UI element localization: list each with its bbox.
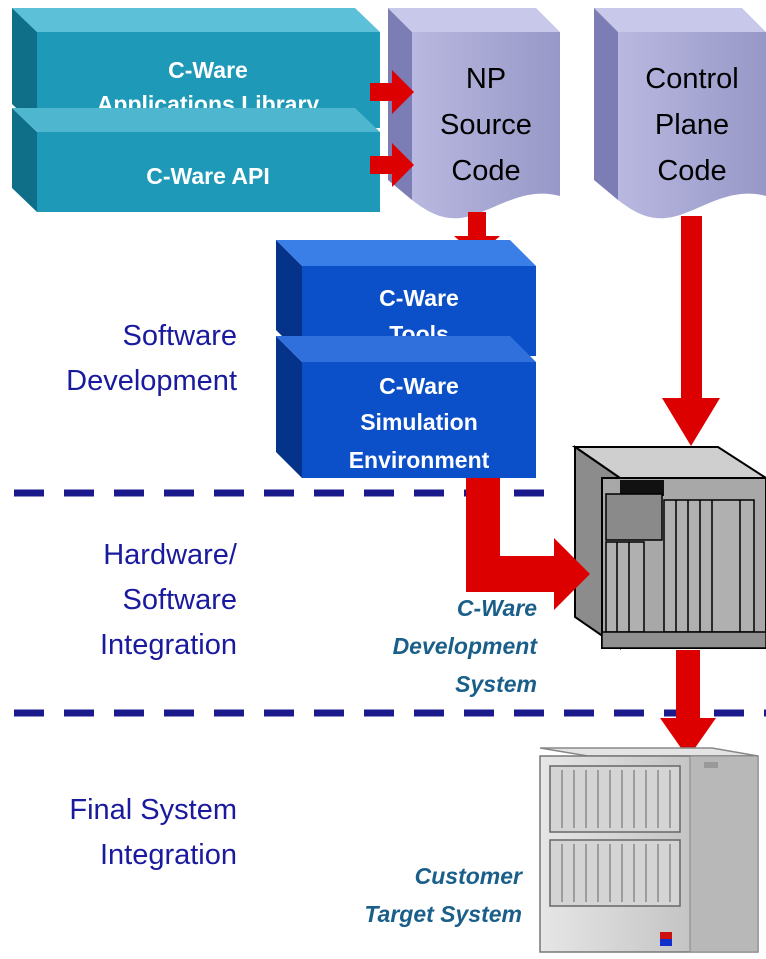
np-doc-line3: Code bbox=[451, 155, 520, 187]
library-label-line1: C-Ware bbox=[168, 57, 248, 83]
np-doc-line2: Source bbox=[440, 109, 532, 141]
target-caption-line1: Customer bbox=[415, 863, 523, 889]
stage-final-line2: Integration bbox=[100, 839, 237, 871]
stage-hardware-software-integration: Hardware/ Software Integration bbox=[100, 539, 238, 661]
stage-software-line1: Software bbox=[123, 320, 237, 352]
stage-hwsw-line1: Hardware/ bbox=[103, 539, 238, 571]
stage-software-line2: Development bbox=[66, 365, 237, 397]
dev-system-caption: C-Ware Development System bbox=[393, 595, 539, 697]
arrow-library-to-np bbox=[370, 70, 414, 114]
stage-final-system-integration: Final System Integration bbox=[69, 794, 237, 871]
target-system-icon bbox=[539, 747, 759, 953]
sim-label-line3: Environment bbox=[349, 447, 490, 473]
arrow-control-to-dev-system bbox=[662, 216, 720, 446]
tools-label-line1: C-Ware bbox=[379, 285, 459, 311]
arrow-sim-to-dev-system bbox=[466, 478, 590, 610]
arrow-api-to-np bbox=[370, 143, 414, 187]
dev-caption-line1: C-Ware bbox=[457, 595, 537, 621]
api-label: C-Ware API bbox=[146, 163, 270, 189]
simulation-box: C-Ware Simulation Environment bbox=[276, 336, 536, 478]
dev-caption-line2: Development bbox=[393, 633, 539, 659]
development-system-icon bbox=[571, 445, 766, 650]
stage-hwsw-line2: Software bbox=[123, 584, 237, 616]
arrow-dev-to-target bbox=[660, 650, 716, 758]
control-plane-code-document: Control Plane Code bbox=[594, 8, 766, 219]
control-doc-line2: Plane bbox=[655, 109, 729, 141]
sim-label-line2: Simulation bbox=[360, 409, 478, 435]
target-system-caption: Customer Target System bbox=[364, 863, 523, 927]
api-box: C-Ware API bbox=[12, 108, 380, 212]
np-doc-line1: NP bbox=[466, 63, 506, 95]
sim-label-line1: C-Ware bbox=[379, 373, 459, 399]
target-caption-line2: Target System bbox=[364, 901, 522, 927]
stage-software-development: Software Development bbox=[66, 320, 237, 397]
control-doc-line3: Code bbox=[657, 155, 726, 187]
stage-hwsw-line3: Integration bbox=[100, 629, 237, 661]
control-doc-line1: Control bbox=[645, 63, 739, 95]
dev-caption-line3: System bbox=[455, 671, 537, 697]
np-source-code-document: NP Source Code bbox=[388, 8, 560, 219]
stage-final-line1: Final System bbox=[69, 794, 237, 826]
